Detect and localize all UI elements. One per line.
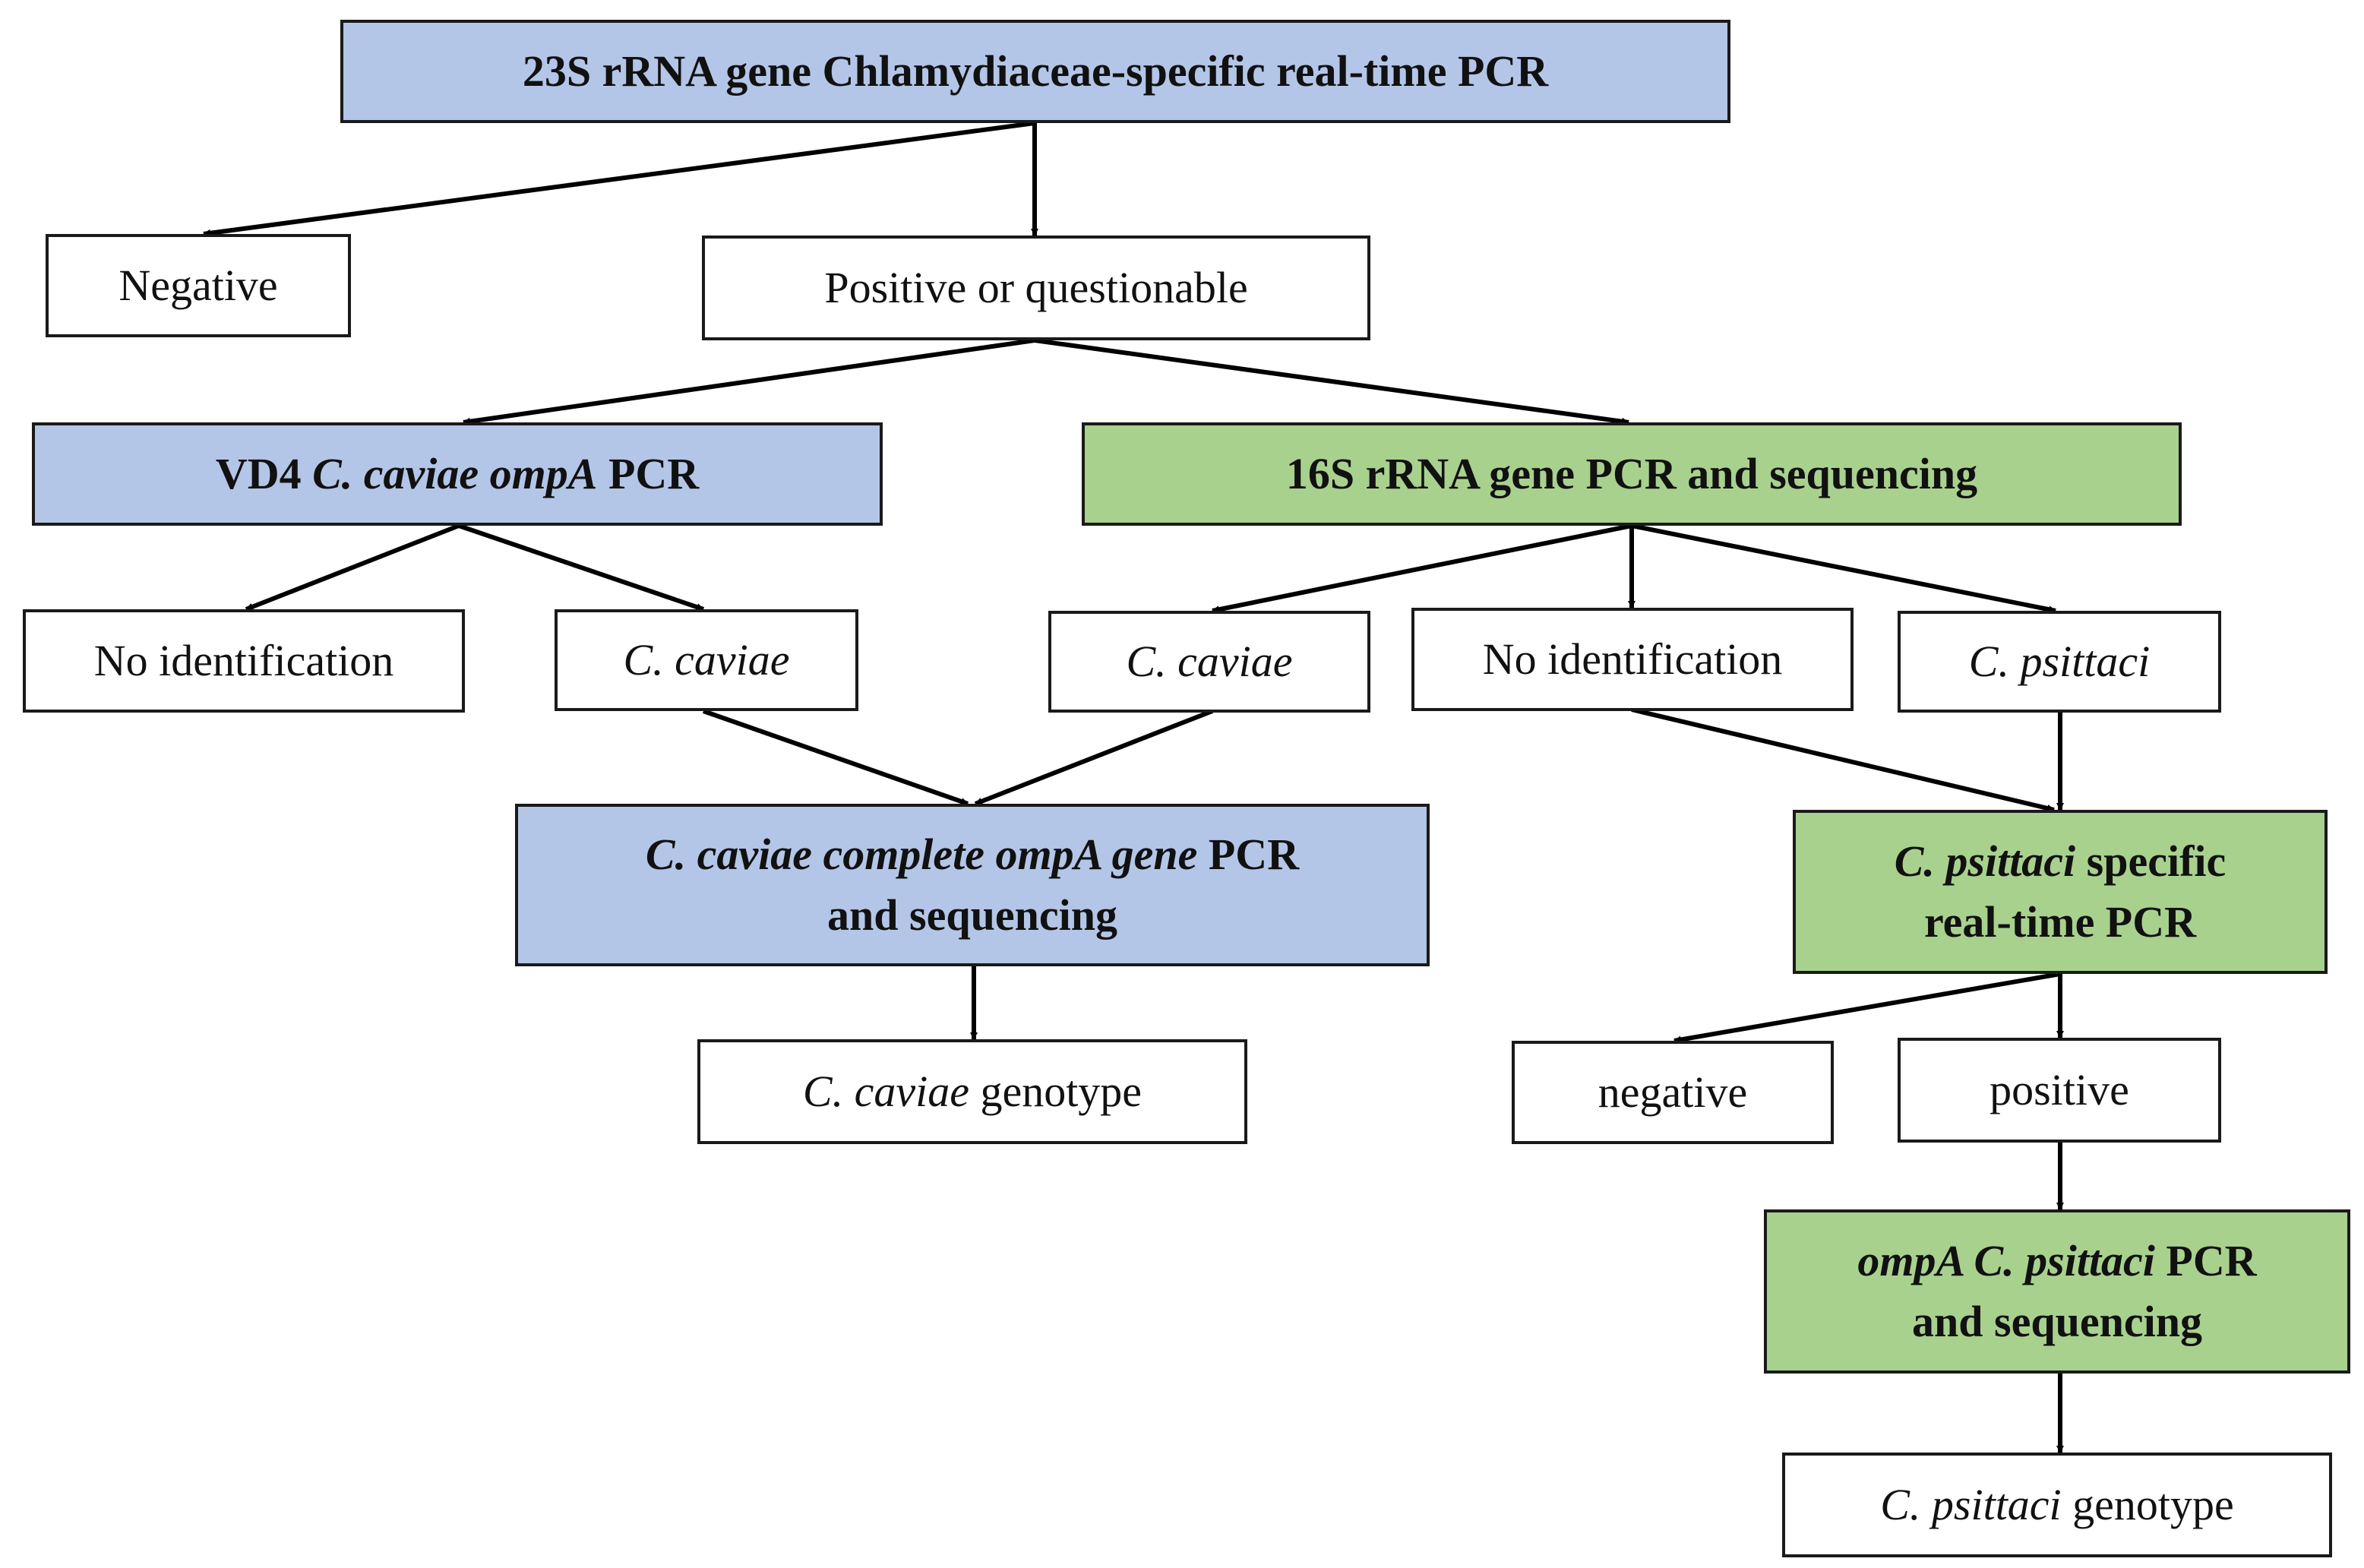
caviae-ompa-label: C. caviae complete ompA gene PCR and seq… [646,824,1299,946]
positive-questionable-box: Positive or questionable [702,236,1370,340]
positive-questionable-label: Positive or questionable [824,262,1248,312]
s16-psittaci-label: C. psittaci [1968,636,2151,686]
psittaci-rt-pcr-label-specific: specific [2075,836,2227,886]
negative-2-box: negative [1512,1041,1834,1144]
psittaci-ompa-line-2: and sequencing [1912,1297,2202,1346]
psittaci-ompa-label: ompA C. psittaci PCR and sequencing [1857,1231,2256,1352]
positive-2-label: positive [1989,1064,2129,1114]
vd4-pcr-label-species: C. caviae ompA [312,448,598,498]
psittaci-ompa-box: ompA C. psittaci PCR and sequencing [1764,1209,2350,1374]
chlamydiaceae-pcr-box: 23S rRNA gene Chlamydiaceae-specific rea… [340,20,1730,123]
arrow-positive-to-vd4 [463,338,1035,425]
psittaci-ompa-label-italic: ompA C. psittaci [1857,1235,2155,1285]
caviae-genotype-label: C. caviae genotype [803,1061,1142,1122]
pcr16s-label: 16S rRNA gene PCR and sequencing [1285,448,1978,498]
vd4-pcr-label-prefix: VD4 [215,448,313,498]
caviae-ompa-label-pcr: PCR [1197,829,1300,879]
chlamydiaceae-pcr-label: 23S rRNA gene Chlamydiaceae-specific rea… [522,46,1549,96]
caviae-ompa-line-2: and sequencing [827,890,1117,940]
positive-2-box: positive [1898,1038,2221,1143]
vd4-no-identification-box: No identification [23,609,465,713]
s16-no-identification-box: No identification [1411,608,1854,711]
arrow-no-id-to-psittaci-rt [1631,707,2055,812]
caviae-ompa-box: C. caviae complete ompA gene PCR and seq… [515,804,1430,966]
arrow-psittaci-rt-to-negative [1673,972,2061,1044]
pcr16s-box: 16S rRNA gene PCR and sequencing [1082,422,2182,526]
psittaci-genotype-label: C. psittaci genotype [1880,1475,2234,1535]
negative-2-label: negative [1598,1067,1748,1117]
vd4-pcr-label-suffix: PCR [597,448,700,498]
psittaci-ompa-label-pcr: PCR [2154,1235,2257,1285]
s16-caviae-box: C. caviae [1048,611,1370,713]
arrow-vd4-to-caviae [458,523,704,612]
vd4-no-identification-label: No identification [93,635,394,685]
arrow-top-to-negative [203,121,1035,237]
negative-box: Negative [46,234,351,337]
arrow-16s-to-psittaci [1631,523,2056,614]
vd4-caviae-label: C. caviae [623,634,790,684]
s16-psittaci-box: C. psittaci [1898,611,2221,713]
psittaci-rt-pcr-box: C. psittaci specific real-time PCR [1793,810,2328,974]
psittaci-rt-pcr-label: C. psittaci specific real-time PCR [1895,831,2227,953]
vd4-caviae-box: C. caviae [555,609,858,711]
psittaci-rt-pcr-line-2: real-time PCR [1923,897,2197,947]
psittaci-rt-pcr-label-italic: C. psittaci [1894,836,2076,886]
psittaci-genotype-label-genotype: genotype [2061,1479,2234,1529]
caviae-genotype-box: C. caviae genotype [697,1039,1247,1144]
caviae-ompa-line-1: C. caviae complete ompA gene PCR [646,824,1299,885]
negative-label: Negative [119,260,278,310]
psittaci-ompa-line-1: ompA C. psittaci PCR [1857,1231,2256,1291]
psittaci-genotype-box: C. psittaci genotype [1782,1453,2332,1557]
vd4-pcr-box: VD4 C. caviae ompA PCR [32,422,883,526]
caviae-ompa-label-italic: C. caviae complete ompA gene [645,829,1198,879]
arrow-vd4-caviae-to-ompa [703,709,969,806]
arrow-16s-caviae-to-ompa [974,709,1214,806]
s16-no-identification-label: No identification [1482,634,1783,684]
arrow-vd4-to-no-id [245,523,460,612]
s16-caviae-label: C. caviae [1126,636,1293,686]
caviae-genotype-label-genotype: genotype [969,1066,1142,1116]
arrow-positive-to-16s [1034,338,1629,425]
psittaci-rt-pcr-line-1: C. psittaci specific [1895,831,2227,892]
vd4-pcr-label: VD4 C. caviae ompA PCR [216,444,699,504]
caviae-genotype-label-italic: C. caviae [802,1066,969,1116]
psittaci-genotype-label-italic: C. psittaci [1880,1479,2062,1529]
arrow-16s-to-caviae [1212,523,1632,614]
